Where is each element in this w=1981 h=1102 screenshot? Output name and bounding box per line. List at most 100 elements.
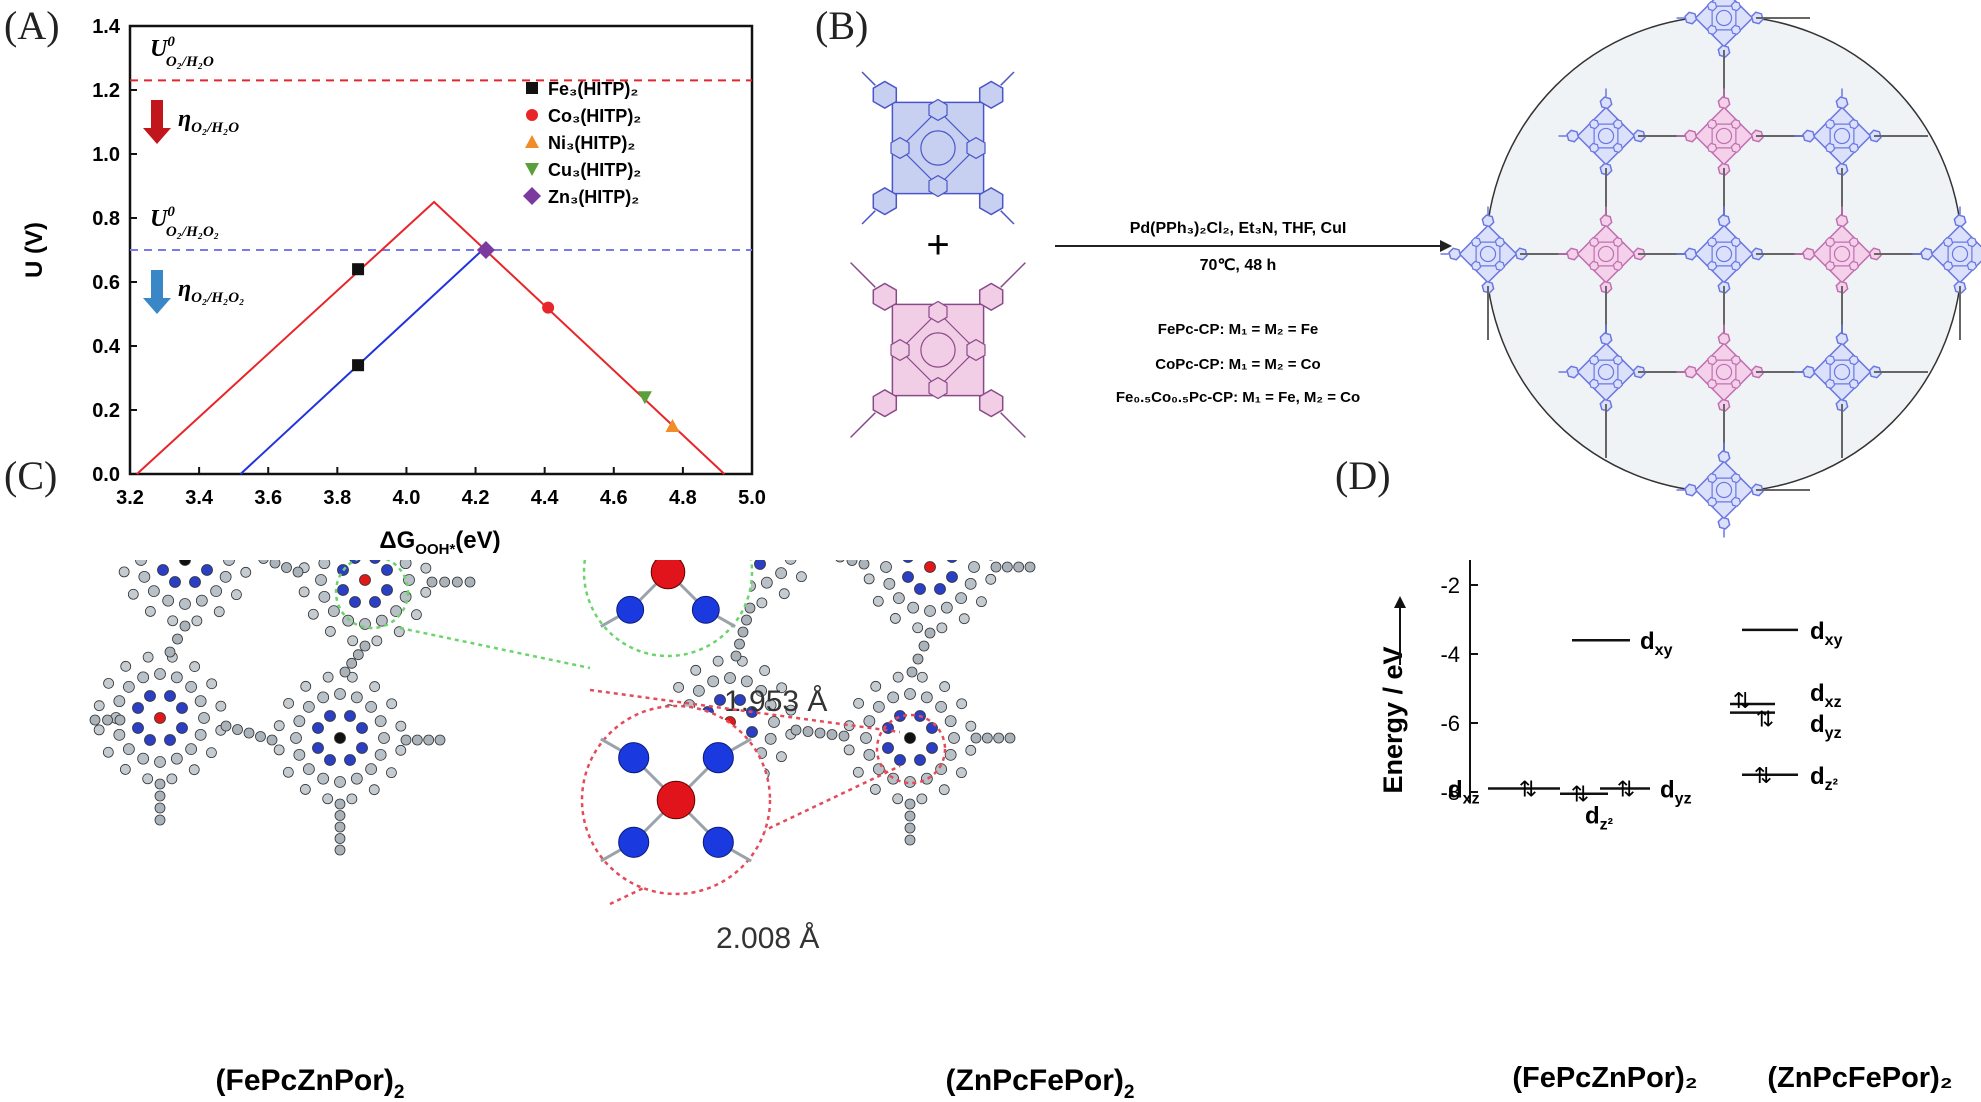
center-ring (1597, 363, 1615, 381)
carbon-atom (939, 681, 951, 692)
carbon-atom (138, 570, 151, 583)
chain-atom (154, 790, 166, 802)
pyrrole-ring (1612, 142, 1624, 154)
substituent-bond (1558, 371, 1567, 373)
carbon-atom (776, 682, 788, 694)
pyrrole-ring (1588, 236, 1600, 248)
blue-node (1558, 324, 1654, 420)
x-axis-label: ΔGOOH*(eV) (379, 527, 500, 558)
benzo-ring (872, 80, 898, 109)
carbon-atom (307, 608, 319, 620)
nitrogen-atom (381, 564, 393, 576)
nitrogen-atom (616, 595, 645, 624)
chain-atom (434, 734, 446, 746)
benzo-ring (1448, 247, 1462, 261)
benzo-ring (1566, 365, 1580, 379)
carbon-atom (843, 744, 855, 756)
substituent-bond (1676, 135, 1685, 137)
chain-atom (426, 576, 438, 588)
carbon-atom (764, 732, 777, 745)
carbon-atom (194, 728, 207, 741)
legend-entry: Fe₃(HITP)₂ (548, 79, 638, 99)
orbital-label: dxz (1448, 777, 1480, 808)
substituent-bond (1723, 529, 1725, 538)
benzo-ring (1566, 129, 1580, 143)
carbon-atom (127, 588, 139, 600)
carbon-atom (334, 688, 346, 700)
chain-atom (334, 821, 346, 833)
chain-atom (826, 729, 838, 740)
pyrrole-ring (1730, 0, 1742, 12)
chain-atom (924, 627, 936, 639)
carbon-atom (724, 672, 736, 684)
carbon-atom (944, 715, 957, 728)
overpotential-arrow-head (143, 298, 171, 314)
carbon-atom (170, 752, 183, 765)
center-ring (1479, 245, 1497, 263)
pyrrole-ring (1848, 260, 1860, 272)
pyrrole-ring (1848, 118, 1860, 130)
carbon-atom (302, 700, 315, 713)
substituent-bond (861, 210, 876, 225)
chain-atom (981, 732, 993, 744)
substituent-bond (1605, 88, 1607, 97)
pyrrole-ring (1706, 378, 1718, 390)
pyrrole-ring (1588, 142, 1600, 154)
nitrogen-atom (349, 560, 361, 564)
metal-atom (179, 560, 191, 566)
pink-node (1676, 88, 1772, 184)
label-sub: O₂/H₂O (191, 120, 239, 136)
metal-atom (656, 780, 696, 820)
substituent-bond (1000, 412, 1026, 438)
pyrrole-ring (1612, 260, 1624, 272)
reaction-arrow-head (1440, 240, 1452, 252)
carbon-atom (692, 684, 705, 697)
substituent-bond (1841, 88, 1843, 97)
data-point (637, 391, 652, 405)
panel-label-b: (B) (815, 3, 869, 48)
nitrogen-atom (369, 596, 381, 608)
orbital-label-main: d (1585, 803, 1600, 830)
carbon-atom (365, 763, 378, 776)
carbon-atom (863, 715, 876, 728)
orbital-label-sub: xy (1825, 632, 1843, 649)
carbon-atom (293, 748, 306, 761)
electron-arrows: ⇅ (1617, 777, 1635, 802)
nitrogen-atom (926, 742, 938, 754)
carbon-atom (976, 596, 987, 608)
carbon-atom (956, 698, 968, 710)
pyrrole-ring (1706, 260, 1718, 272)
chain-atom (154, 814, 166, 826)
center-ring (920, 130, 956, 166)
carbon-atom (883, 577, 896, 590)
chain-atom (904, 822, 916, 834)
carbon-atom (374, 715, 387, 728)
blue-phthalocyanine-monomer (861, 71, 1015, 225)
pink-node (1676, 324, 1772, 420)
substituent-bond (1676, 253, 1685, 255)
carbon-atom (318, 560, 331, 570)
carbon-atom (93, 724, 105, 736)
carbon-atom (386, 698, 398, 710)
chain-atom (266, 734, 278, 746)
carbon-atom (760, 576, 773, 589)
carbon-atom (872, 700, 885, 713)
benzo-ring (978, 389, 1004, 418)
energy-tick-label: -4 (1440, 642, 1460, 667)
carbon-atom (185, 743, 198, 756)
carbon-atom (300, 680, 312, 692)
carbon-atom (315, 574, 327, 586)
chain-atom (1013, 561, 1025, 573)
benzo-ring (1717, 516, 1731, 530)
nitrogen-atom (176, 722, 188, 734)
pyrrole-ring (1942, 260, 1954, 272)
carbon-atom (223, 560, 235, 566)
carbon-atom (965, 744, 977, 756)
carbon-atom (137, 752, 150, 765)
pyrrole-ring (928, 300, 948, 324)
pink-phthalocyanine-monomer (850, 262, 1026, 438)
pyrrole-ring (1730, 24, 1742, 36)
carbon-atom (346, 793, 358, 805)
polymer-network-illustration (1440, 0, 1981, 538)
substituent-bond (1794, 253, 1803, 255)
